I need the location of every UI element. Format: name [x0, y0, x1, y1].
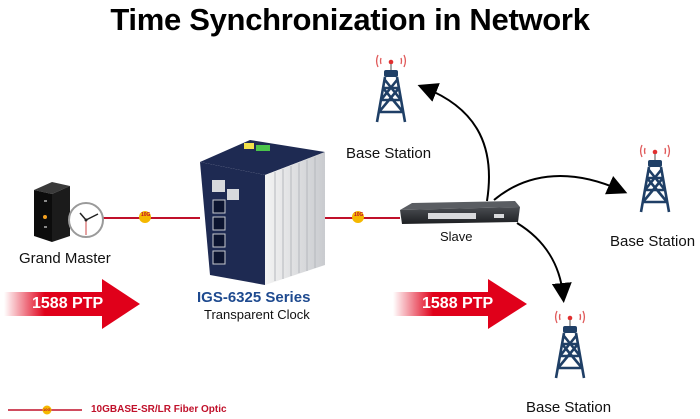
- grand-master-label: Grand Master: [19, 250, 111, 267]
- ptp-arrow-1-label: 1588 PTP: [32, 295, 104, 312]
- sync-arrow-to-top-station: [417, 83, 490, 202]
- tower-icon-top: [375, 54, 407, 123]
- ptp-arrow-2-label: 1588 PTP: [422, 295, 494, 312]
- page-title: Time Synchronization in Network: [110, 2, 590, 37]
- clock-icon: [68, 202, 104, 238]
- base-station-top-label: Base Station: [346, 145, 432, 162]
- base-station-right-label: Base Station: [610, 233, 696, 250]
- link-badge-1-text: 10G: [141, 212, 151, 218]
- slave-switch-icon: [400, 201, 520, 224]
- device-role-label: Transparent Clock: [204, 307, 310, 322]
- device-series-label: IGS-6325 Series: [197, 289, 311, 306]
- base-station-bottom-label: Base Station: [526, 399, 612, 416]
- tower-icon-bottom: [554, 310, 586, 379]
- tower-icon-right: [639, 144, 671, 213]
- sync-arrow-to-bottom-station: [516, 222, 572, 303]
- ptp-arrow-1-shape: [4, 279, 140, 329]
- link-badge-2-text: 10G: [354, 212, 364, 218]
- ptp-arrow-2-shape: [393, 279, 527, 329]
- legend-badge-text: 10G: [43, 407, 51, 412]
- igs-6325-switch-icon: [200, 140, 325, 285]
- slave-label: Slave: [440, 229, 473, 244]
- legend-text: 10GBASE-SR/LR Fiber Optic: [91, 404, 227, 415]
- link-badge-2: [352, 211, 364, 223]
- legend-badge-icon: [42, 405, 52, 415]
- grand-master-server-icon: [34, 182, 70, 242]
- sync-arrow-to-right-station: [493, 175, 628, 201]
- link-badge-1: [139, 211, 151, 223]
